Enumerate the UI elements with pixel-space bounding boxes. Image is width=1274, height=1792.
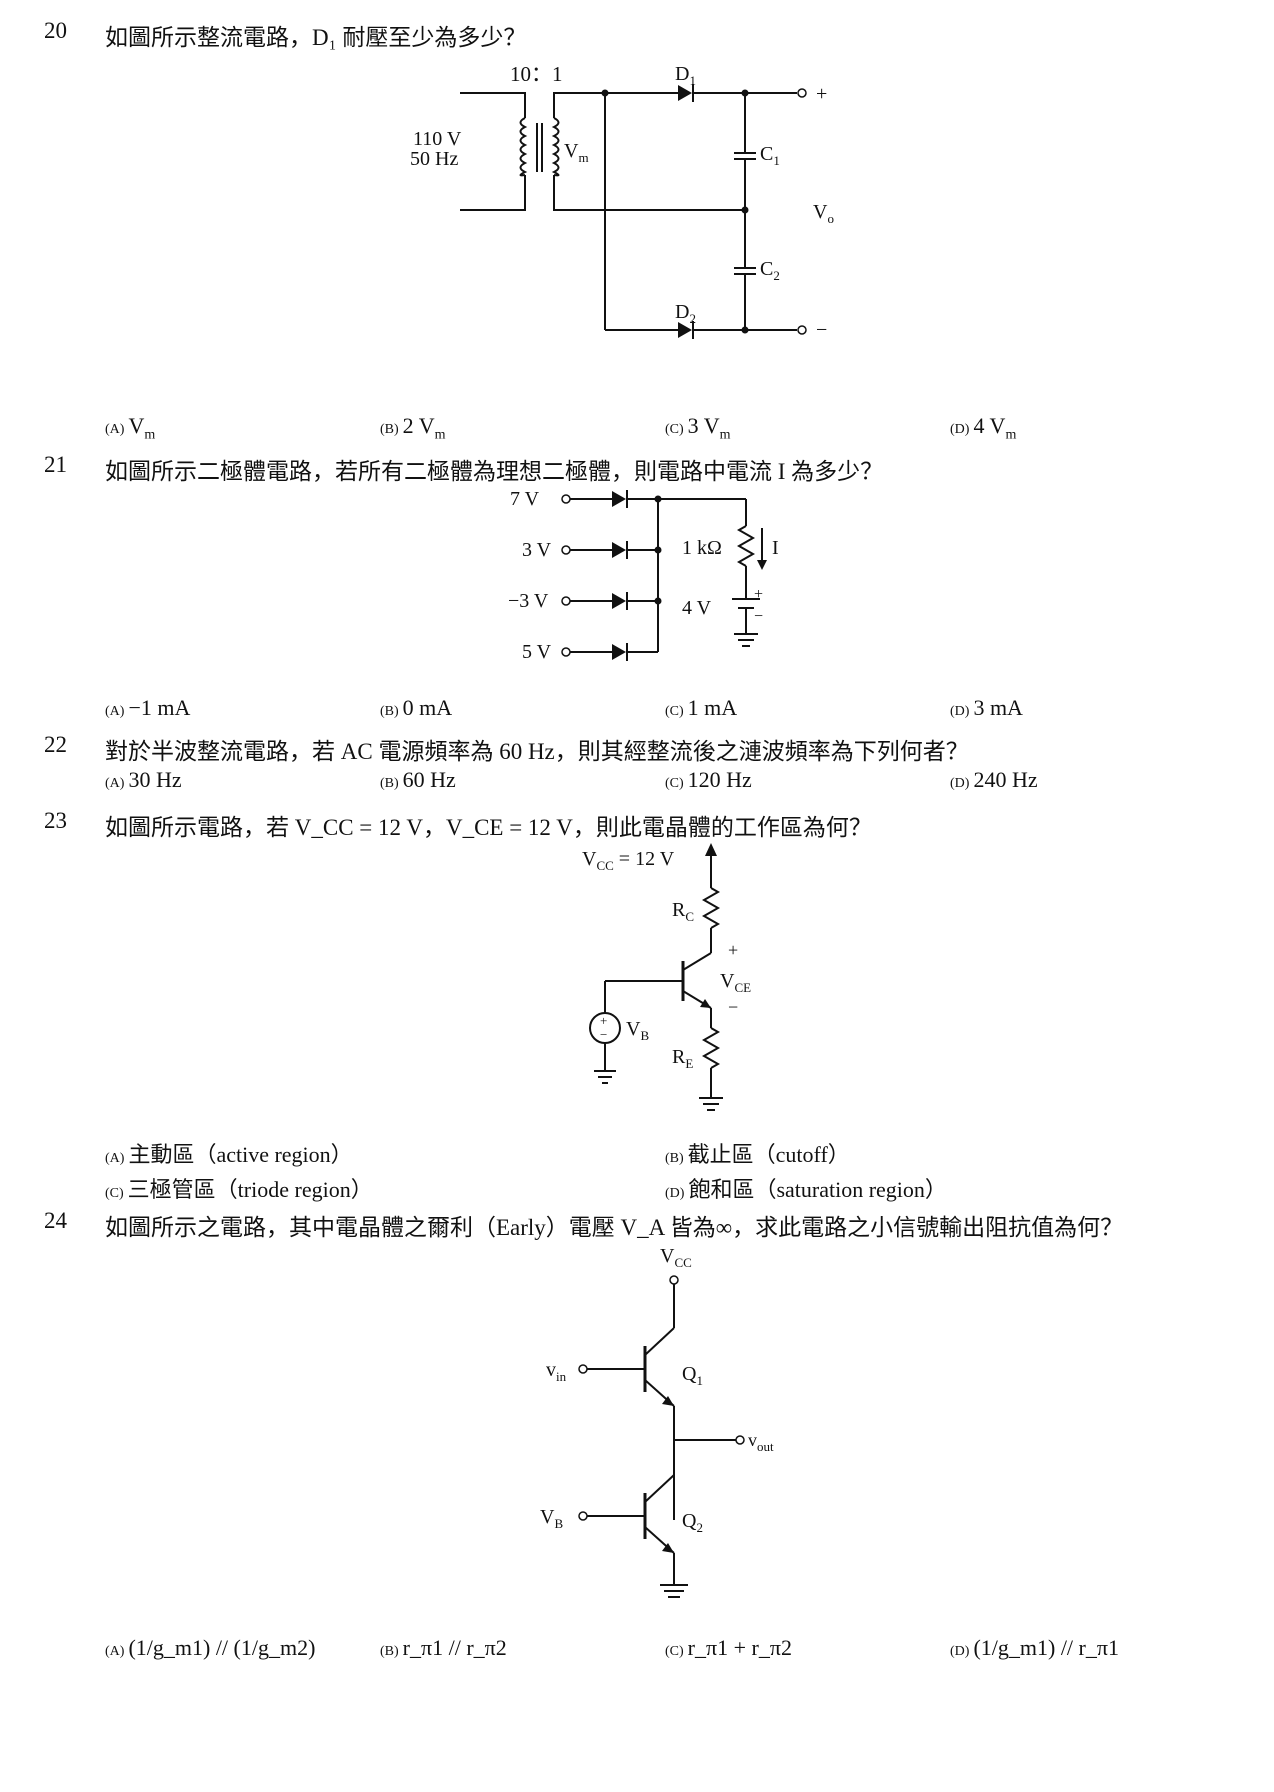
turns-ratio-label: 10：1: [510, 62, 563, 86]
vb-label: VB: [626, 1018, 649, 1043]
vo-label: Vo: [813, 201, 834, 226]
cascode-circuit-diagram: VCC vin Q1 vout VB Q2: [540, 1245, 774, 1598]
svg-text:−3 V: −3 V: [508, 590, 549, 612]
question-stem: 對於半波整流電路，若 AC 電源頻率為 60 Hz，則其經整流後之漣波頻率為下列…: [105, 739, 969, 764]
diode-d2: [678, 322, 692, 338]
svg-text:5 V: 5 V: [522, 641, 552, 663]
option-c[interactable]: (C)三極管區（triode region）: [105, 1177, 373, 1202]
option-d[interactable]: (D)240 Hz: [950, 767, 1038, 792]
option-a[interactable]: (A)主動區（active region）: [105, 1142, 353, 1167]
output-minus: −: [816, 319, 827, 341]
vcc-label: VCC = 12 V: [582, 848, 675, 873]
svg-text:+: +: [728, 940, 738, 960]
resistor-label: 1 kΩ: [682, 537, 722, 559]
svg-text:−: −: [728, 997, 738, 1017]
option-c[interactable]: (C)1 mA: [665, 695, 738, 720]
option-a[interactable]: (A)Vm: [105, 413, 156, 443]
question-number: 20: [44, 18, 67, 43]
option-a[interactable]: (A)30 Hz: [105, 767, 182, 792]
option-c[interactable]: (C)r_π1 + r_π2: [665, 1635, 792, 1660]
vm-label: Vm: [564, 140, 589, 165]
d2-label: D2: [675, 301, 696, 326]
question-number: 23: [44, 808, 67, 833]
q1-label: Q1: [682, 1363, 703, 1388]
q2-label: Q2: [682, 1510, 703, 1535]
current-label: I: [772, 537, 779, 559]
source-frequency-label: 50 Hz: [410, 148, 458, 170]
resistor-1k: [736, 525, 756, 567]
resistor-re: [701, 1027, 721, 1069]
vcc-label: VCC: [660, 1245, 692, 1270]
vout-label: vout: [748, 1430, 774, 1454]
option-d[interactable]: (D)飽和區（saturation region）: [665, 1177, 947, 1202]
option-d[interactable]: (D)4 Vm: [950, 413, 1017, 443]
diode-or-circuit-diagram: 7 V 3 V −3 V 5 V 1 kΩ I: [508, 488, 779, 663]
re-label: RE: [672, 1046, 693, 1071]
svg-text:−: −: [600, 1027, 607, 1042]
bjt-bias-circuit-diagram: VCC = 12 V RC + VCE − + − VB RE: [582, 843, 751, 1111]
input-row-2: 3 V: [522, 539, 658, 561]
resistor-rc: [701, 887, 721, 929]
rc-label: RC: [672, 899, 694, 924]
question-stem: 如圖所示二極體電路，若所有二極體為理想二極體，則電路中電流 I 為多少？: [105, 459, 884, 484]
input-row-3: −3 V: [508, 590, 658, 612]
option-b[interactable]: (B)截止區（cutoff）: [665, 1142, 850, 1167]
vce-label: VCE: [720, 970, 751, 995]
svg-text:3 V: 3 V: [522, 539, 552, 561]
svg-text:+: +: [754, 586, 763, 603]
question-number: 21: [44, 452, 67, 477]
vin-label: vin: [546, 1359, 567, 1384]
source-voltage-label: 110 V: [413, 128, 462, 150]
question-number: 22: [44, 732, 67, 757]
c1-label: C1: [760, 143, 780, 168]
battery-label: 4 V: [682, 597, 712, 619]
question-stem: 如圖所示電路，若 V_CC = 12 V，V_CE = 12 V，則此電晶體的工…: [105, 815, 872, 840]
input-row-4: 5 V: [522, 641, 658, 663]
input-row-1: 7 V: [510, 488, 746, 510]
option-a[interactable]: (A)(1/g_m1) // (1/g_m2): [105, 1635, 316, 1660]
c2-label: C2: [760, 258, 780, 283]
question-stem: 如圖所示之電路，其中電晶體之爾利（Early）電壓 V_A 皆為∞，求此電路之小…: [105, 1215, 1124, 1240]
option-d[interactable]: (D)3 mA: [950, 695, 1023, 720]
option-b[interactable]: (B)0 mA: [380, 695, 453, 720]
option-a[interactable]: (A)−1 mA: [105, 695, 191, 720]
option-b[interactable]: (B)r_π1 // r_π2: [380, 1635, 507, 1660]
rectifier-circuit-diagram: 10：1 110 V 50 Hz Vm + D1 C1 C2 Vo − D2: [410, 62, 834, 341]
svg-text:+: +: [600, 1013, 607, 1028]
option-c[interactable]: (C)3 Vm: [665, 413, 731, 443]
option-d[interactable]: (D)(1/g_m1) // r_π1: [950, 1635, 1119, 1660]
question-number: 24: [44, 1208, 67, 1233]
vb-label: VB: [540, 1506, 563, 1531]
d1-label: D1: [675, 63, 696, 88]
question-stem: 如圖所示整流電路，D₁ 耐壓至少為多少？: [105, 25, 527, 50]
svg-text:−: −: [754, 608, 763, 625]
option-c[interactable]: (C)120 Hz: [665, 767, 752, 792]
output-plus: +: [816, 83, 827, 105]
svg-text:7 V: 7 V: [510, 488, 540, 510]
option-b[interactable]: (B)2 Vm: [380, 413, 446, 443]
option-b[interactable]: (B)60 Hz: [380, 767, 456, 792]
diode-d1: [678, 85, 692, 101]
